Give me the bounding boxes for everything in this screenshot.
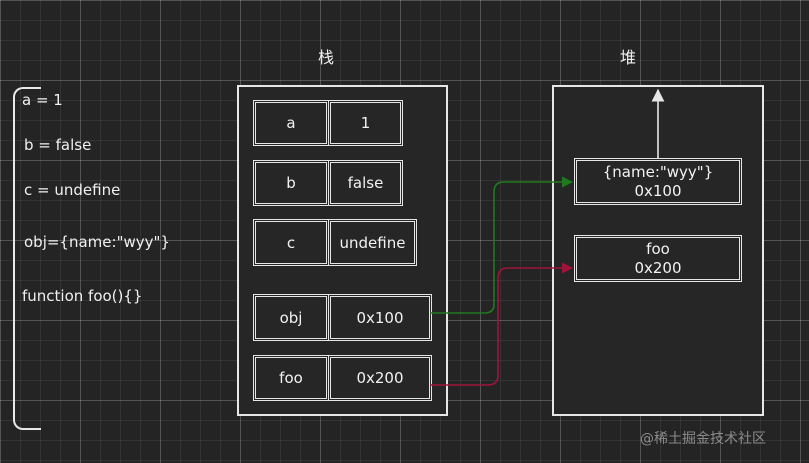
arrow-obj-to-heap — [430, 176, 574, 314]
stack-key-b: b — [253, 160, 329, 206]
code-line-c: c = undefine — [24, 181, 121, 199]
code-line-a: a = 1 — [22, 91, 63, 109]
heap-object-foo-address: 0x200 — [634, 258, 682, 277]
stack-key-c: c — [253, 219, 329, 266]
heap-object-foo: foo 0x200 — [574, 235, 742, 282]
stack-value-b: false — [328, 160, 403, 206]
arrow-foo-to-heap — [430, 262, 574, 386]
heap-object-foo-content: foo — [646, 239, 670, 258]
watermark-text: @稀土掘金技术社区 — [640, 431, 766, 447]
code-line-obj: obj={name:"wyy"} — [24, 233, 170, 251]
code-line-foo: function foo(){} — [22, 287, 143, 305]
stack-value-obj: 0x100 — [328, 294, 432, 341]
heap-object-obj-content: {name:"wyy"} — [602, 162, 714, 181]
stack-title: 栈 — [318, 48, 335, 67]
stack-value-foo: 0x200 — [328, 355, 432, 401]
stack-value-c: undefine — [328, 219, 417, 266]
stack-key-foo: foo — [253, 355, 329, 401]
stack-value-a: 1 — [328, 100, 403, 146]
heap-object-obj-address: 0x100 — [634, 181, 682, 200]
heap-title: 堆 — [620, 48, 637, 67]
code-line-b: b = false — [24, 136, 92, 154]
stack-key-obj: obj — [253, 294, 329, 341]
heap-object-obj: {name:"wyy"} 0x100 — [574, 158, 742, 205]
code-brace — [13, 87, 41, 430]
stack-key-a: a — [253, 100, 329, 146]
